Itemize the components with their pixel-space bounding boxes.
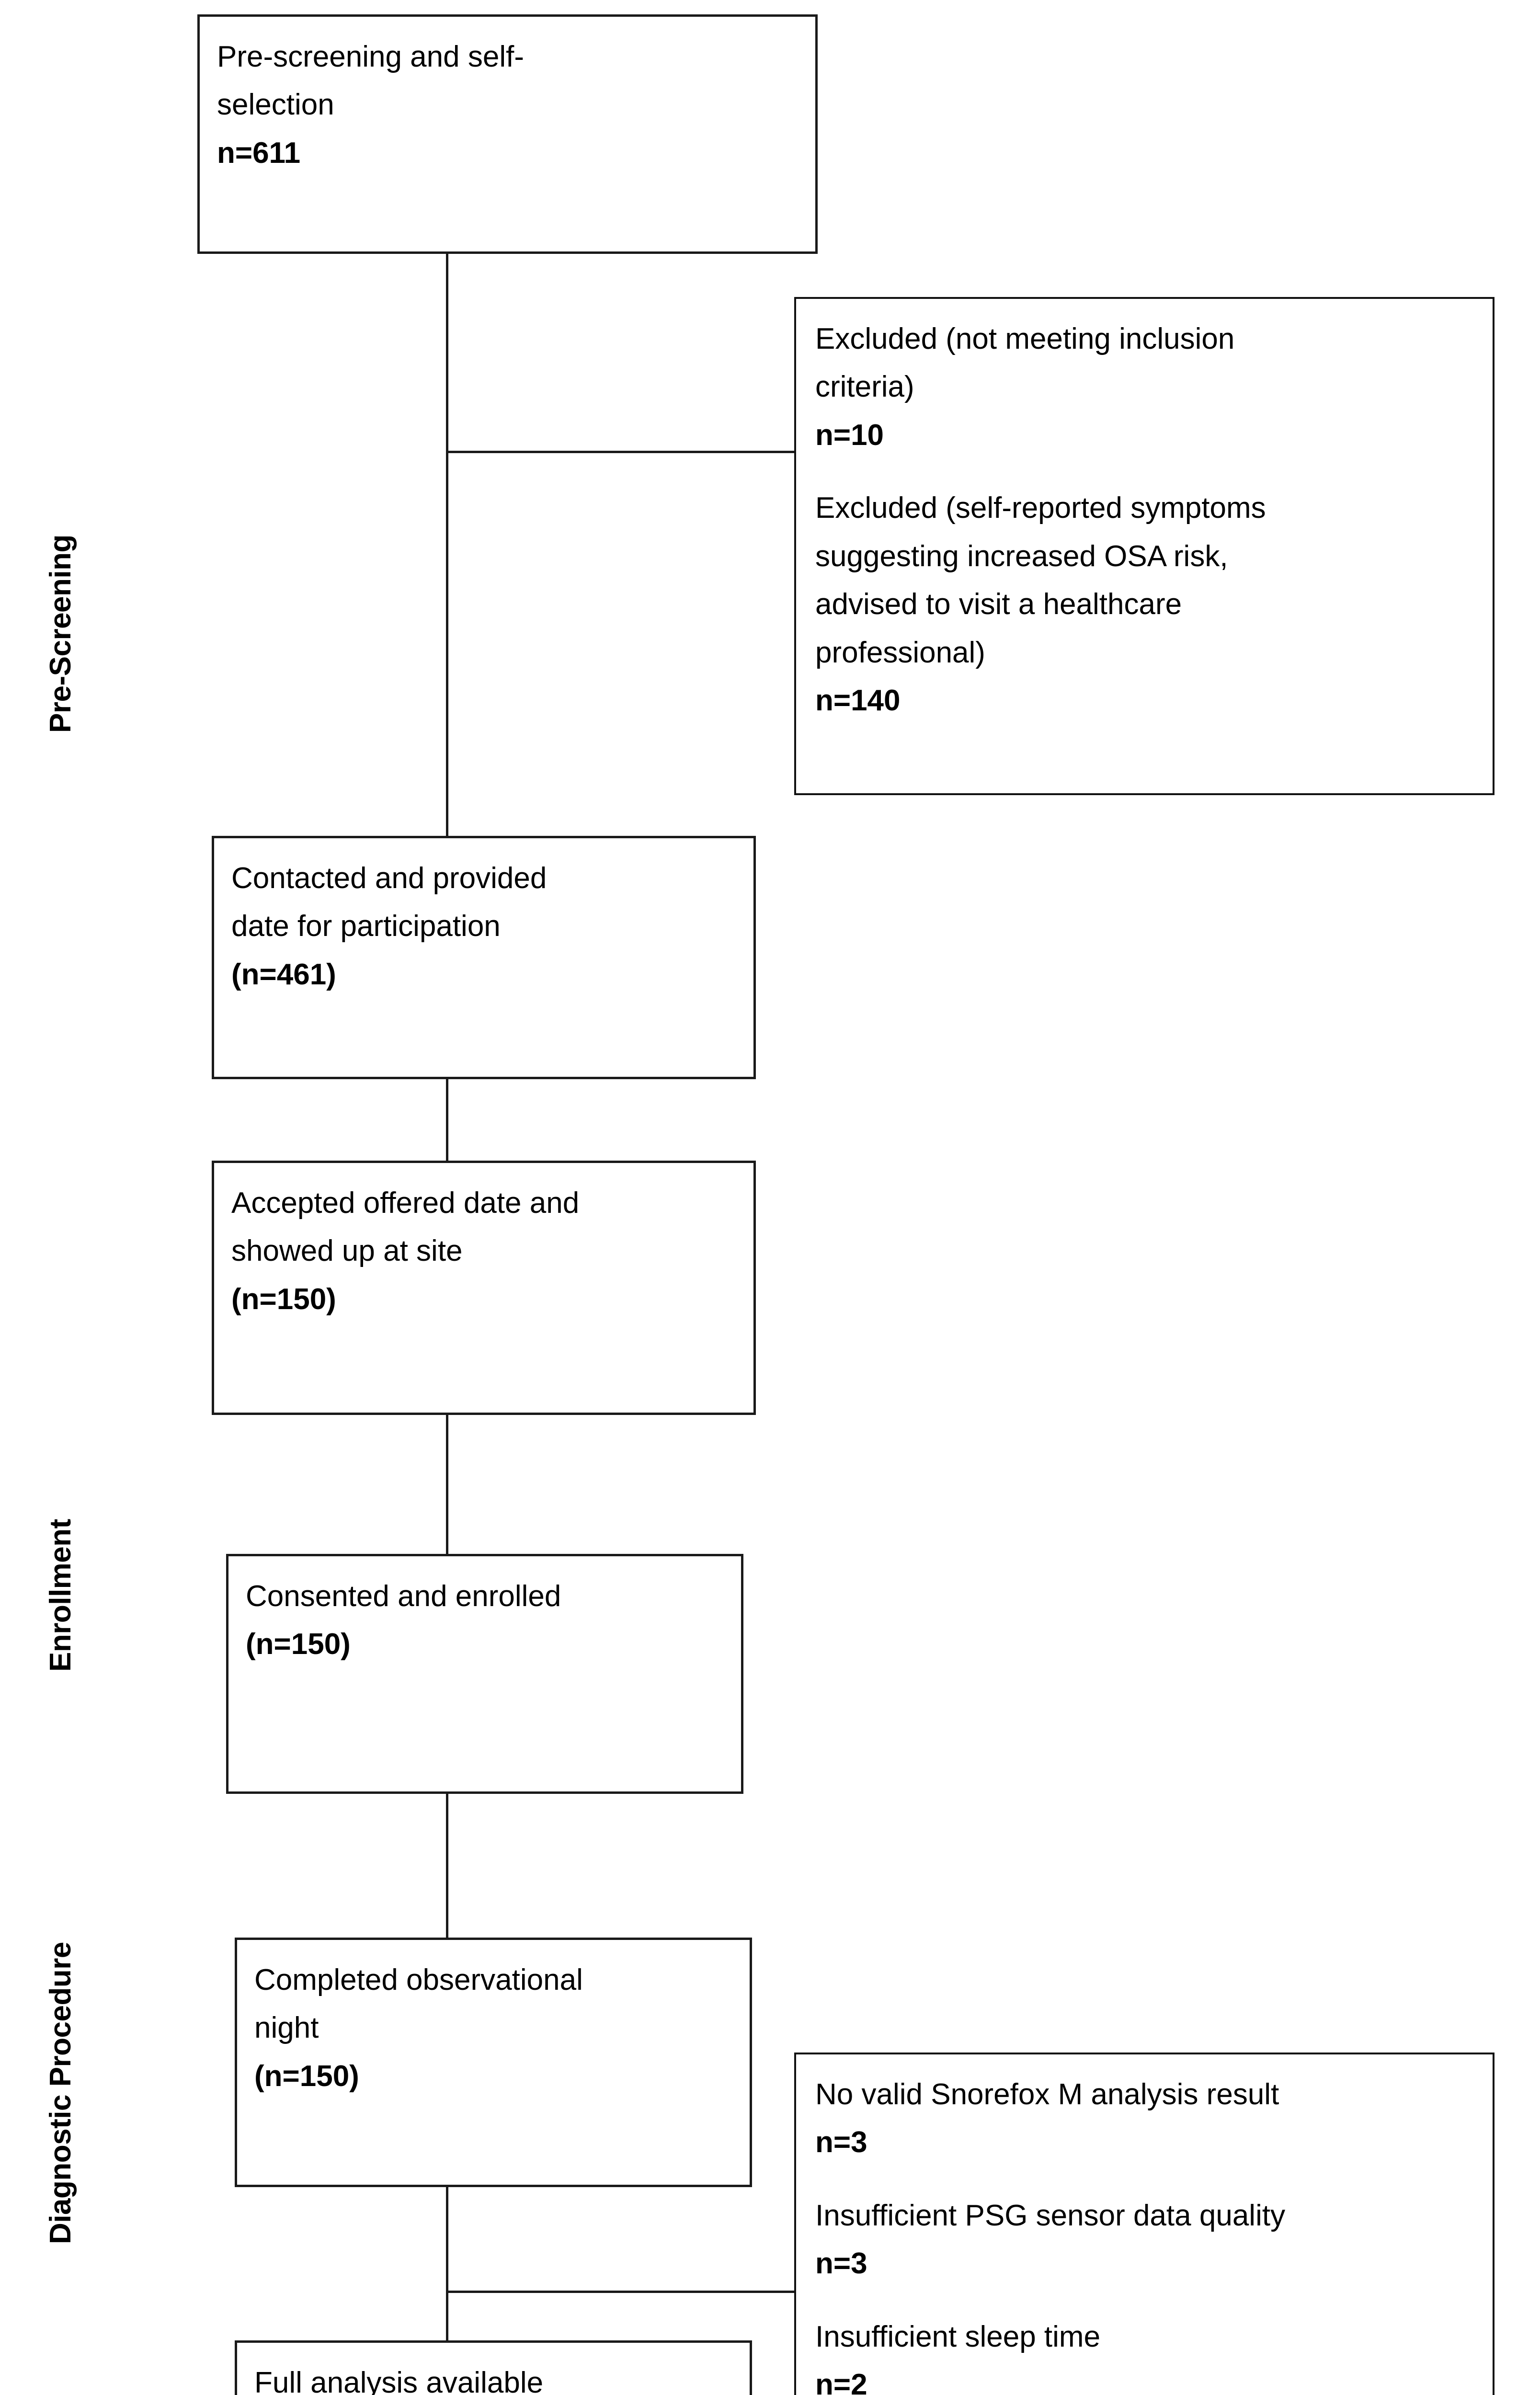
flow-box-count: (n=461) (231, 958, 336, 991)
exclusion-count: n=2 (815, 2368, 867, 2395)
exclusion-box-analysis: No valid Snorefox M analysis result n=3 … (794, 2053, 1494, 2395)
flow-box-count: n=611 (217, 136, 301, 170)
exclusion-reason: No valid Snorefox M analysis result (815, 2078, 1279, 2111)
flow-box-accepted-showed-up: Accepted offered date and showed up at s… (212, 1161, 756, 1415)
flow-box-line-1: Completed observational (254, 1963, 583, 1996)
flow-box-line-2: showed up at site (231, 1234, 463, 1268)
flow-box-contacted-provided-date: Contacted and provided date for particip… (212, 836, 756, 1079)
flow-box-line-1: Accepted offered date and (231, 1186, 580, 1220)
stage-label-diagnostic-procedure: Diagnostic Procedure (44, 1942, 77, 2244)
flow-box-count: (n=150) (254, 2059, 359, 2093)
exclusion-reason-line-3: advised to visit a healthcare (815, 588, 1182, 621)
connector-vertical-2 (446, 1079, 448, 1161)
exclusion-reason-line-1: Excluded (not meeting inclusion (815, 322, 1235, 355)
connector-branch-to-exclusions-top (446, 451, 796, 453)
flow-box-line-2: selection (217, 88, 334, 122)
stage-label-enrollment: Enrollment (44, 1519, 77, 1672)
flow-box-count: (n=150) (231, 1282, 336, 1316)
flow-box-line-1: Pre-screening and self- (217, 40, 524, 73)
flow-box-line-2: night (254, 2011, 319, 2045)
connector-vertical-5 (446, 2187, 448, 2340)
flow-box-line-1: Contacted and provided (231, 862, 547, 895)
stage-label-pre-screening: Pre-Screening (44, 535, 77, 733)
exclusion-count: n=140 (815, 684, 901, 718)
exclusion-reason-line-2: suggesting increased OSA risk, (815, 539, 1228, 573)
exclusion-reason: Insufficient sleep time (815, 2320, 1101, 2353)
exclusion-spacer (815, 459, 1475, 484)
exclusion-count: n=10 (815, 418, 884, 452)
connector-vertical-1 (446, 254, 448, 836)
flow-box-completed-observational-night: Completed observational night (n=150) (235, 1938, 752, 2187)
exclusion-box-pre-screening: Excluded (not meeting inclusion criteria… (794, 297, 1494, 795)
connector-vertical-3 (446, 1415, 448, 1554)
exclusion-spacer (815, 2288, 1475, 2313)
flow-box-line-1: Full analysis available (254, 2366, 544, 2395)
exclusion-count: n=3 (815, 2126, 867, 2159)
flow-box-consented-enrolled: Consented and enrolled (n=150) (226, 1554, 743, 1794)
exclusion-reason-line-2: criteria) (815, 370, 914, 404)
exclusion-reason-line-4: professional) (815, 636, 985, 669)
flow-box-line-1: Consented and enrolled (246, 1580, 561, 1613)
flow-box-count: (n=150) (246, 1628, 351, 1661)
flow-box-pre-screening-self-selection: Pre-screening and self- selection n=611 (197, 14, 818, 254)
exclusion-count: n=3 (815, 2247, 867, 2281)
connector-vertical-4 (446, 1794, 448, 1938)
connector-branch-to-exclusions-bottom (446, 2291, 796, 2293)
flow-box-full-analysis-available: Full analysis available (n=142) (235, 2340, 752, 2395)
exclusion-reason: Insufficient PSG sensor data quality (815, 2199, 1286, 2232)
flow-box-line-2: date for participation (231, 910, 501, 943)
exclusion-reason-line-1: Excluded (self-reported symptoms (815, 491, 1266, 525)
exclusion-spacer (815, 2167, 1475, 2192)
